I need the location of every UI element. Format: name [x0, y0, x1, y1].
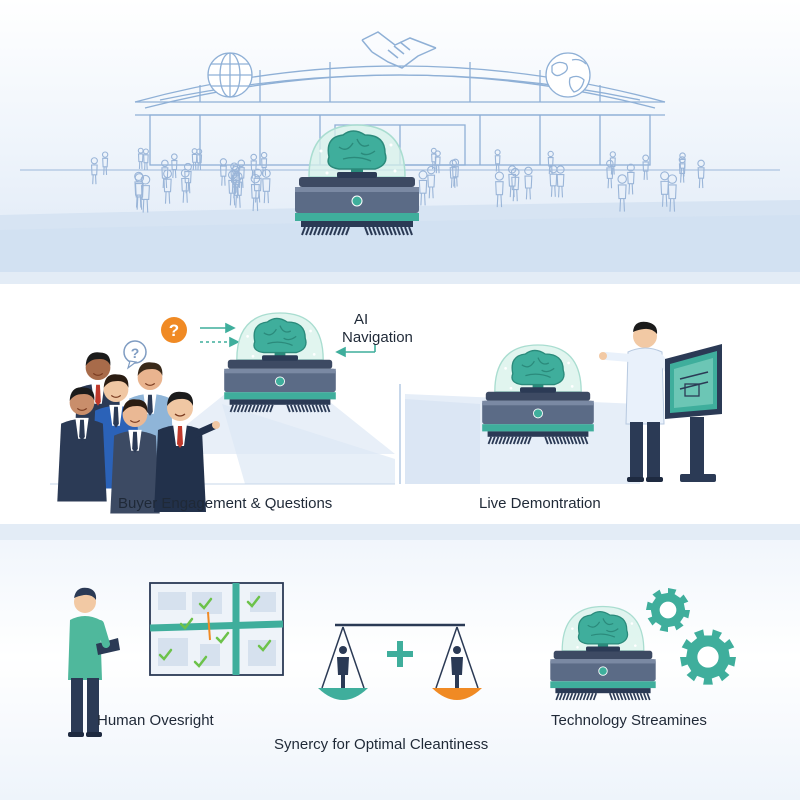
presenter-person [599, 321, 680, 482]
buyer-group [57, 352, 220, 514]
crowd-person [227, 170, 238, 206]
crowd-person [494, 149, 501, 172]
crowd-person [163, 169, 173, 204]
cleaning-robot [224, 312, 336, 413]
crowd-person [667, 174, 678, 212]
crowd-person [196, 148, 203, 171]
crowd-person [494, 171, 504, 208]
handshake-icon [361, 31, 437, 69]
caption-human-oversight: Human Ovesright [97, 712, 214, 729]
crowd-person [137, 147, 144, 169]
crowd-person [219, 158, 228, 186]
crowd-person [170, 153, 178, 179]
crowd-person [642, 154, 650, 180]
coverage-map [149, 582, 284, 676]
crowd-person [617, 174, 627, 212]
crowd-person [260, 151, 268, 176]
divider-band [0, 272, 800, 284]
interaction-panel: ? ? Buyer Engagement & Questions Live De… [0, 284, 800, 524]
cleaning-robot [550, 605, 656, 701]
crowd-person [142, 148, 149, 171]
crowd-person [430, 147, 437, 170]
caption-live-demonstration: Live Demontration [479, 495, 601, 512]
cleaning-robot [482, 344, 594, 445]
crowd-person [660, 171, 670, 207]
demo-kiosk [665, 344, 722, 482]
crowd-person [418, 170, 428, 206]
ai-label-line2: Navigation [342, 329, 413, 346]
ai-navigation-label: AI Navigation [342, 311, 413, 347]
gear-icon [646, 588, 690, 632]
crowd-person [180, 168, 190, 203]
caption-synergy: Synercy for Optimal Cleantiness [274, 736, 489, 753]
crowd-person [237, 159, 246, 188]
crowd-person [609, 151, 616, 175]
crowd-person [449, 159, 457, 188]
crowd-person [261, 169, 271, 204]
svg-text:?: ? [169, 321, 179, 340]
ai-label-line1: AI [354, 311, 369, 328]
buyer-person [110, 399, 160, 514]
crowd-person [434, 150, 441, 174]
buyer-person [57, 387, 107, 502]
crowd-person [101, 151, 109, 175]
globe-icon [207, 52, 253, 98]
person-icon [68, 587, 120, 737]
checkmark-icon [158, 595, 272, 668]
crowd-person [697, 159, 705, 189]
crowd-person [140, 174, 151, 213]
hero-panel [0, 0, 800, 272]
question-icon: ? [123, 340, 147, 370]
crowd-person [90, 157, 98, 185]
crowd-person [556, 165, 565, 198]
svg-text:?: ? [131, 345, 140, 361]
interaction-scene: ? ? [50, 292, 722, 514]
navigation-arrows [200, 322, 376, 358]
gear-icon [680, 629, 736, 685]
expo-hall-scene [0, 31, 800, 272]
summary-panel: Human Ovesright Synercy for Optimal Clea… [0, 540, 800, 800]
scale-icon [318, 623, 482, 700]
crowd-person [508, 165, 517, 198]
crowd-person [426, 165, 436, 199]
caption-technology: Technology Streamines [551, 712, 707, 729]
world-map-icon [545, 52, 591, 98]
crowd-person [161, 159, 169, 189]
crowd-person [510, 167, 520, 202]
caption-buyer-engagement: Buyer Engagement & Questions [118, 495, 333, 512]
crowd-person [626, 163, 635, 195]
crowd [90, 147, 705, 213]
question-icon: ? [161, 317, 187, 343]
buyer-person [154, 391, 206, 512]
crowd-person [191, 148, 198, 170]
crowd-person [606, 159, 614, 189]
crowd-person [524, 166, 533, 200]
crowd-person [549, 165, 558, 197]
gear-icon [646, 588, 736, 685]
summary-scene [68, 582, 736, 737]
crowd-person [547, 150, 554, 174]
cleaning-robot [295, 124, 419, 236]
crowd-person [250, 173, 261, 212]
crowd-person [678, 156, 686, 183]
divider-band [0, 524, 800, 540]
